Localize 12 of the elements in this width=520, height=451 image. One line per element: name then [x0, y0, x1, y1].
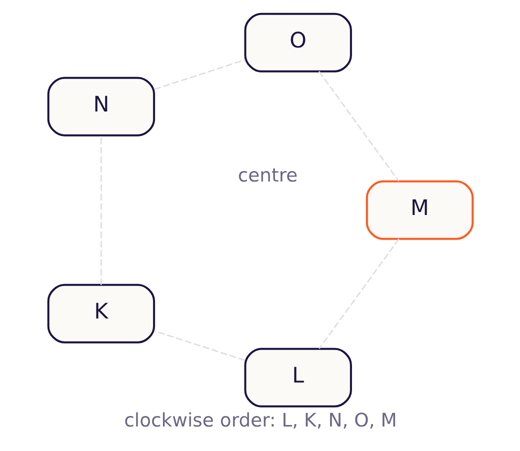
node-box: K: [46, 284, 155, 344]
connector: [154, 59, 245, 90]
node-box: L: [244, 348, 352, 408]
node-box: O: [244, 12, 352, 72]
connector: [318, 71, 399, 182]
node-box: N: [46, 76, 155, 136]
label: centre: [237, 166, 298, 187]
connector: [318, 238, 399, 350]
caption: clockwise order: L, K, N, O, M: [124, 410, 396, 432]
connector: [153, 330, 245, 361]
node-box: M: [365, 180, 474, 240]
connector: [100, 136, 102, 285]
